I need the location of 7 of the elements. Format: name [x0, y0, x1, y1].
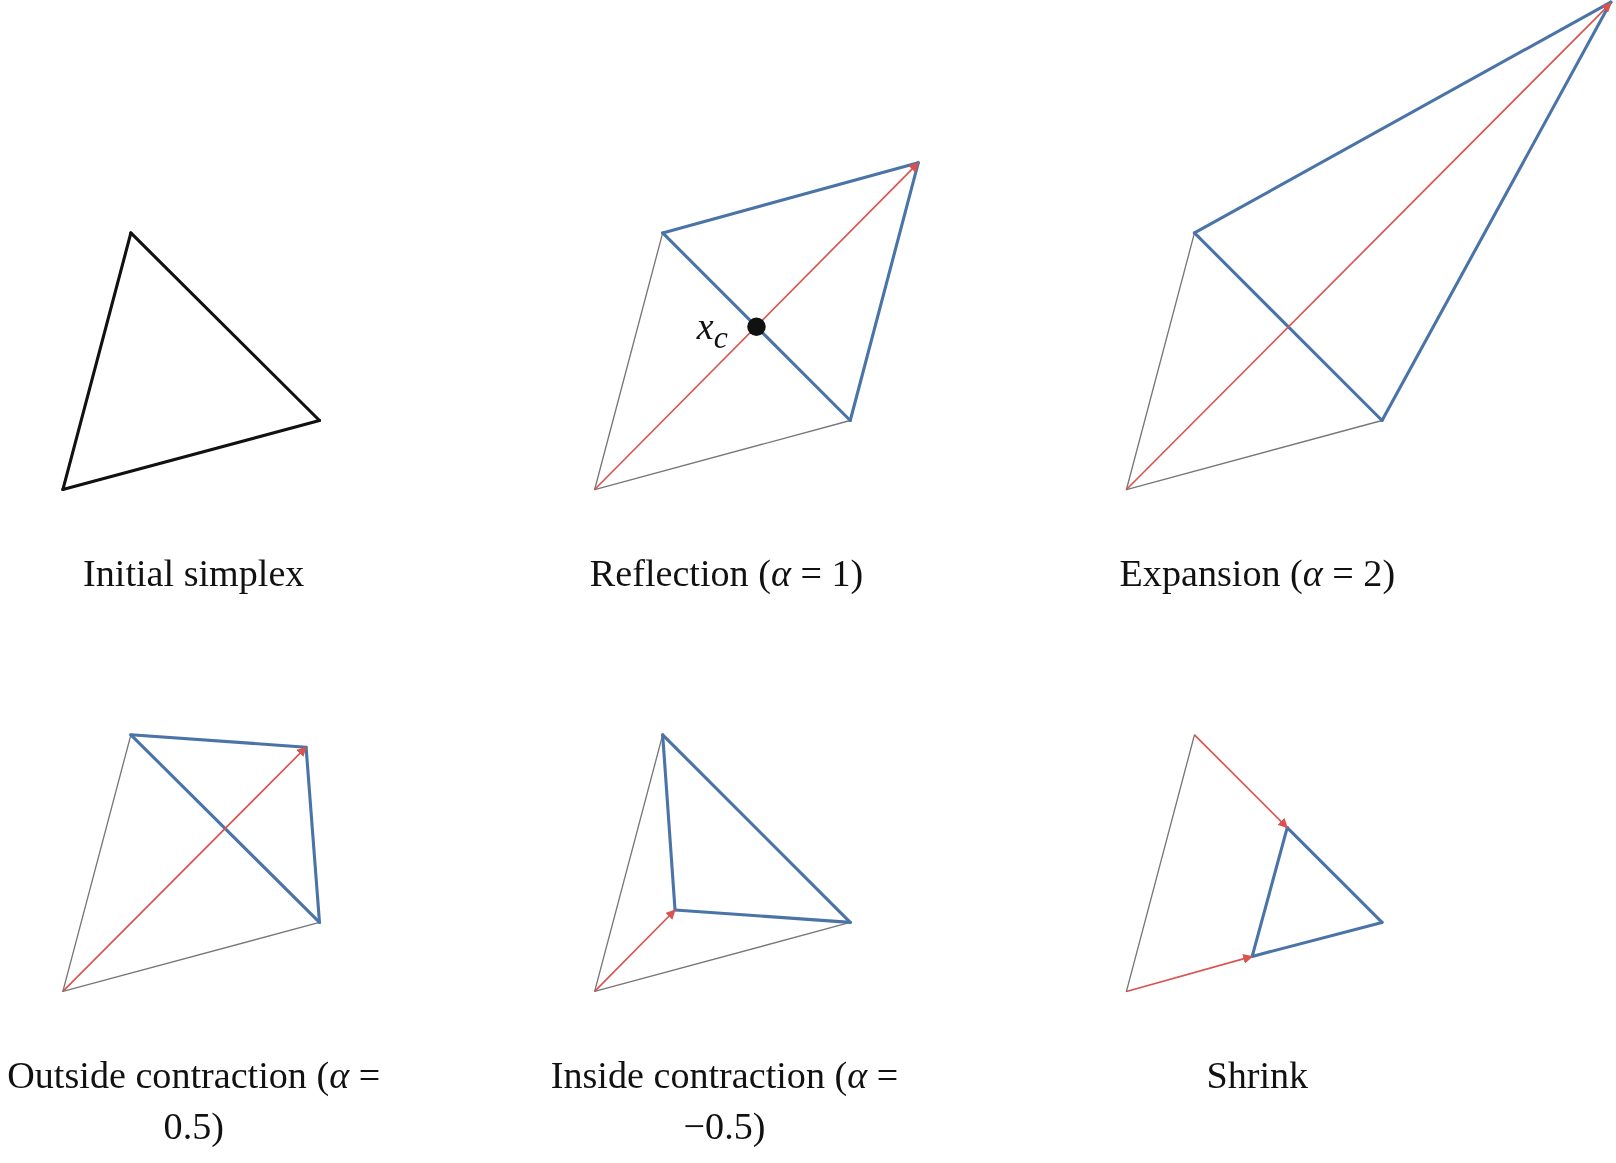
- panel-caption: Outside contraction (α = 0.5): [6, 1053, 382, 1150]
- panel-caption: Inside contraction (α = −0.5): [549, 1053, 900, 1150]
- panel-caption: Reflection (α = 1): [588, 551, 865, 597]
- panel-caption: Shrink: [1205, 1053, 1310, 1099]
- panel-caption: Expansion (α = 2): [1118, 551, 1397, 597]
- panel-caption: Initial simplex: [82, 551, 306, 597]
- centroid-label: x$_{c}$: [696, 304, 729, 357]
